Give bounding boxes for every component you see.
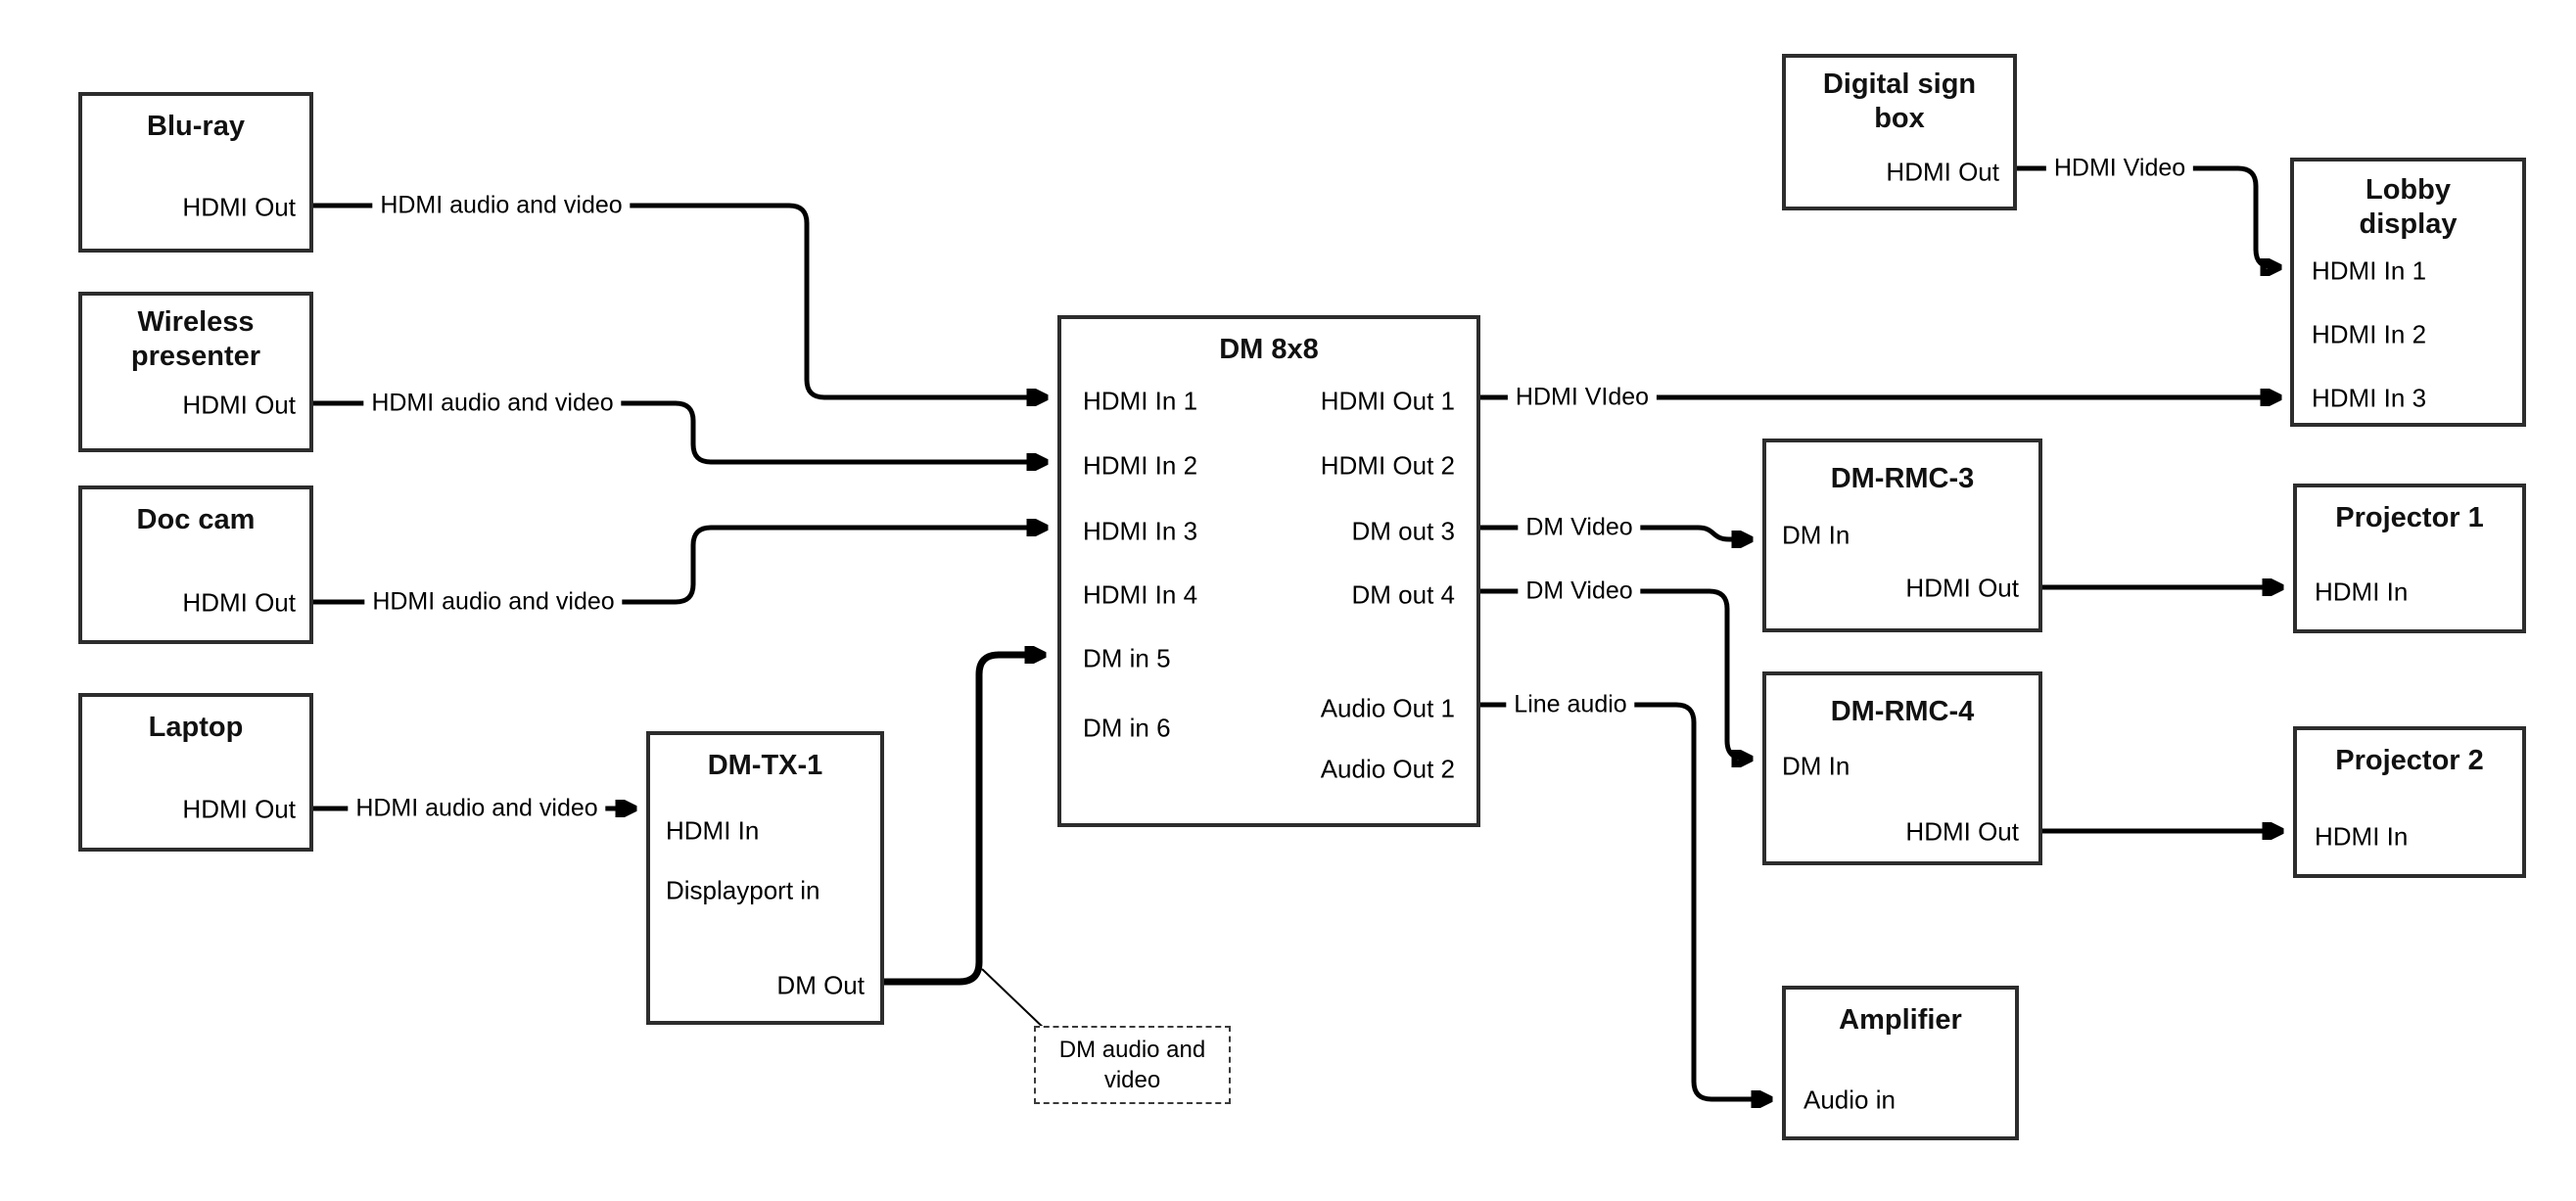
edge-dm8x8-out3-to-rmc3 xyxy=(1480,525,1749,539)
port-hdmi-out: HDMI Out xyxy=(182,587,296,618)
port-hdmi-out-2: HDMI Out 2 xyxy=(1320,450,1455,481)
node-title: Amplifier xyxy=(1839,1004,1962,1036)
edge-label-hdmi-audio-video-1: HDMI audio and video xyxy=(372,189,631,222)
node-dm-rmc-3: DM-RMC-3 DM In HDMI Out xyxy=(1762,439,2042,632)
edge-label-hdmi-video-lobby: HDMI VIdeo xyxy=(1507,381,1658,414)
port-hdmi-in-4: HDMI In 4 xyxy=(1083,579,1198,610)
node-digital-sign-box: Digital sign box HDMI Out xyxy=(1782,54,2017,210)
edge-label-hdmi-video-sign: HDMI Video xyxy=(2045,152,2194,185)
edge-label-hdmi-audio-video-4: HDMI audio and video xyxy=(348,792,606,825)
port-dm-in: DM In xyxy=(1782,520,1850,550)
port-hdmi-in-2: HDMI In 2 xyxy=(1083,450,1198,481)
port-dm-out: DM Out xyxy=(776,970,865,1000)
port-audio-in: Audio in xyxy=(1803,1085,1896,1115)
note-text: DM audio and video xyxy=(1058,1036,1206,1093)
port-dm-in: DM In xyxy=(1782,751,1850,781)
edge-dm8x8-audio1-to-amplifier xyxy=(1480,702,1768,1099)
node-dm-rmc-4: DM-RMC-4 DM In HDMI Out xyxy=(1762,671,2042,865)
port-hdmi-in-3: HDMI In 3 xyxy=(2312,383,2427,413)
node-projector-2: Projector 2 HDMI In xyxy=(2293,726,2526,878)
port-hdmi-out: HDMI Out xyxy=(182,390,296,420)
node-title: Projector 2 xyxy=(2335,745,2484,776)
node-laptop: Laptop HDMI Out xyxy=(78,693,313,852)
port-hdmi-in-2: HDMI In 2 xyxy=(2312,319,2427,349)
edge-label-hdmi-audio-video-3: HDMI audio and video xyxy=(364,585,623,619)
edge-wireless-to-dm8x8-in2 xyxy=(313,400,1044,462)
node-title: Laptop xyxy=(148,712,244,743)
edge-dmtx1-to-dm8x8-in5 xyxy=(884,655,1042,986)
node-title: DM 8x8 xyxy=(1219,334,1319,365)
port-hdmi-in-1: HDMI In 1 xyxy=(2312,255,2427,286)
edge-label-dm-video-4: DM Video xyxy=(1518,575,1641,608)
port-hdmi-out: HDMI Out xyxy=(182,192,296,222)
port-hdmi-in-1: HDMI In 1 xyxy=(1083,386,1198,416)
edge-label-dm-video-3: DM Video xyxy=(1518,511,1641,544)
note-dm-audio-and-video: DM audio and video xyxy=(1034,1026,1231,1104)
node-title: Blu-ray xyxy=(147,111,245,142)
edge-bluray-to-dm8x8-in1 xyxy=(313,203,1044,397)
node-amplifier: Amplifier Audio in xyxy=(1782,986,2019,1140)
node-title: Wireless presenter xyxy=(130,306,261,372)
port-audio-out-2: Audio Out 2 xyxy=(1320,754,1455,784)
port-hdmi-in: HDMI In xyxy=(2315,577,2409,607)
node-title: DM-RMC-3 xyxy=(1830,463,1975,494)
node-dm-8x8: DM 8x8 HDMI In 1 HDMI In 2 HDMI In 3 HDM… xyxy=(1057,315,1480,827)
node-title: Projector 1 xyxy=(2335,502,2484,533)
port-hdmi-in: HDMI In xyxy=(2315,821,2409,852)
port-hdmi-out: HDMI Out xyxy=(1905,816,2019,847)
port-dm-in-6: DM in 6 xyxy=(1083,713,1171,743)
node-title: Digital sign box xyxy=(1822,69,1977,134)
port-dm-out-3: DM out 3 xyxy=(1351,516,1456,546)
note-callout-line xyxy=(981,968,1051,1035)
port-displayport-in: Displayport in xyxy=(666,875,820,905)
port-hdmi-out: HDMI Out xyxy=(1905,573,2019,603)
port-dm-in-5: DM in 5 xyxy=(1083,643,1171,673)
port-dm-out-4: DM out 4 xyxy=(1351,579,1456,610)
port-hdmi-in: HDMI In xyxy=(666,815,760,846)
node-doc-cam: Doc cam HDMI Out xyxy=(78,485,313,644)
port-hdmi-out: HDMI Out xyxy=(182,794,296,824)
node-wireless-presenter: Wireless presenter HDMI Out xyxy=(78,292,313,452)
edge-signbox-to-lobby-in1 xyxy=(2017,165,2277,267)
edge-doccam-to-dm8x8-in3 xyxy=(313,528,1044,605)
edge-dm8x8-out4-to-rmc4 xyxy=(1480,588,1749,759)
port-hdmi-in-3: HDMI In 3 xyxy=(1083,516,1198,546)
port-hdmi-out: HDMI Out xyxy=(1886,157,1999,187)
node-lobby-display: Lobby display HDMI In 1 HDMI In 2 HDMI I… xyxy=(2290,158,2526,427)
node-title: Doc cam xyxy=(136,504,256,535)
edge-label-line-audio: Line audio xyxy=(1506,688,1635,721)
node-dm-tx-1: DM-TX-1 HDMI In Displayport in DM Out xyxy=(646,731,884,1025)
edge-label-hdmi-audio-video-2: HDMI audio and video xyxy=(363,387,622,420)
port-audio-out-1: Audio Out 1 xyxy=(1320,693,1455,723)
node-projector-1: Projector 1 HDMI In xyxy=(2293,484,2526,633)
node-blu-ray: Blu-ray HDMI Out xyxy=(78,92,313,253)
node-title: DM-TX-1 xyxy=(707,750,823,781)
node-title: Lobby display xyxy=(2359,174,2458,240)
port-hdmi-out-1: HDMI Out 1 xyxy=(1320,386,1455,416)
node-title: DM-RMC-4 xyxy=(1830,696,1975,727)
